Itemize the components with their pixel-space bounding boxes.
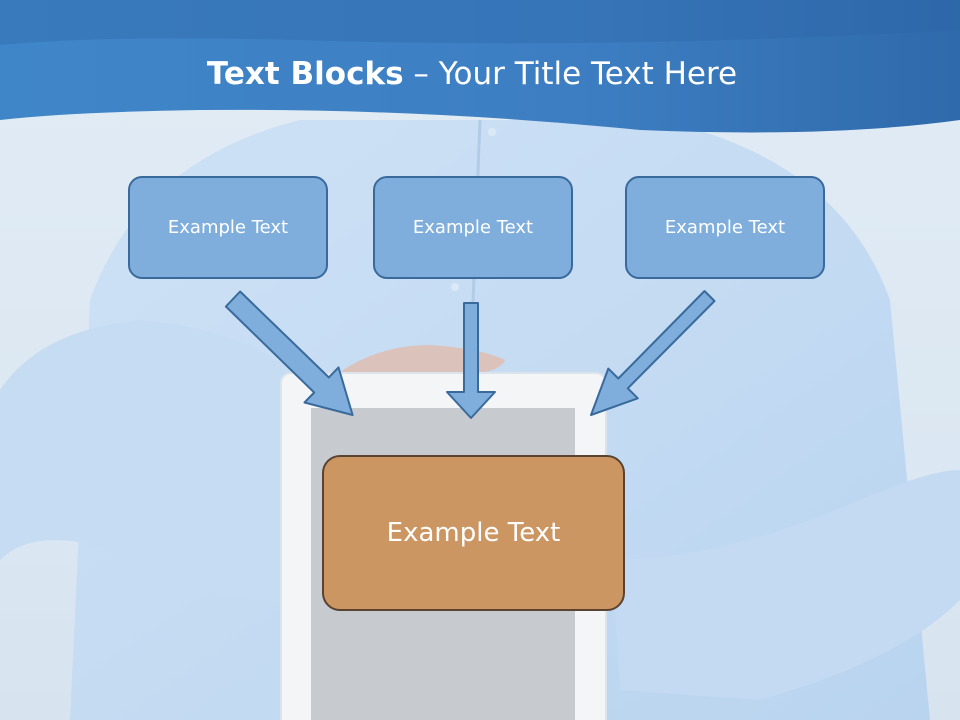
text-block-3[interactable]: Example Text (625, 176, 825, 279)
left-arm (0, 320, 310, 602)
title-rest: – Your Title Text Here (403, 56, 738, 92)
header-band (0, 0, 960, 133)
main-text-block-label: Example Text (386, 518, 561, 548)
title-bold: Text Blocks (206, 56, 404, 92)
right-arm (612, 470, 960, 700)
main-text-block[interactable]: Example Text (322, 455, 625, 611)
text-block-1[interactable]: Example Text (128, 176, 328, 279)
header-shade (0, 0, 960, 45)
page-title: Text Blocks – Your Title Text Here (0, 54, 944, 94)
arrow-down-left (590, 290, 716, 416)
text-block-2-label: Example Text (412, 217, 534, 238)
text-block-1-label: Example Text (167, 217, 289, 238)
text-block-2[interactable]: Example Text (373, 176, 573, 279)
shirt-button (488, 128, 496, 136)
text-block-3-label: Example Text (664, 217, 786, 238)
shirt-button (451, 283, 459, 291)
arrow-down-right (224, 290, 354, 416)
arrow-down (446, 302, 496, 419)
